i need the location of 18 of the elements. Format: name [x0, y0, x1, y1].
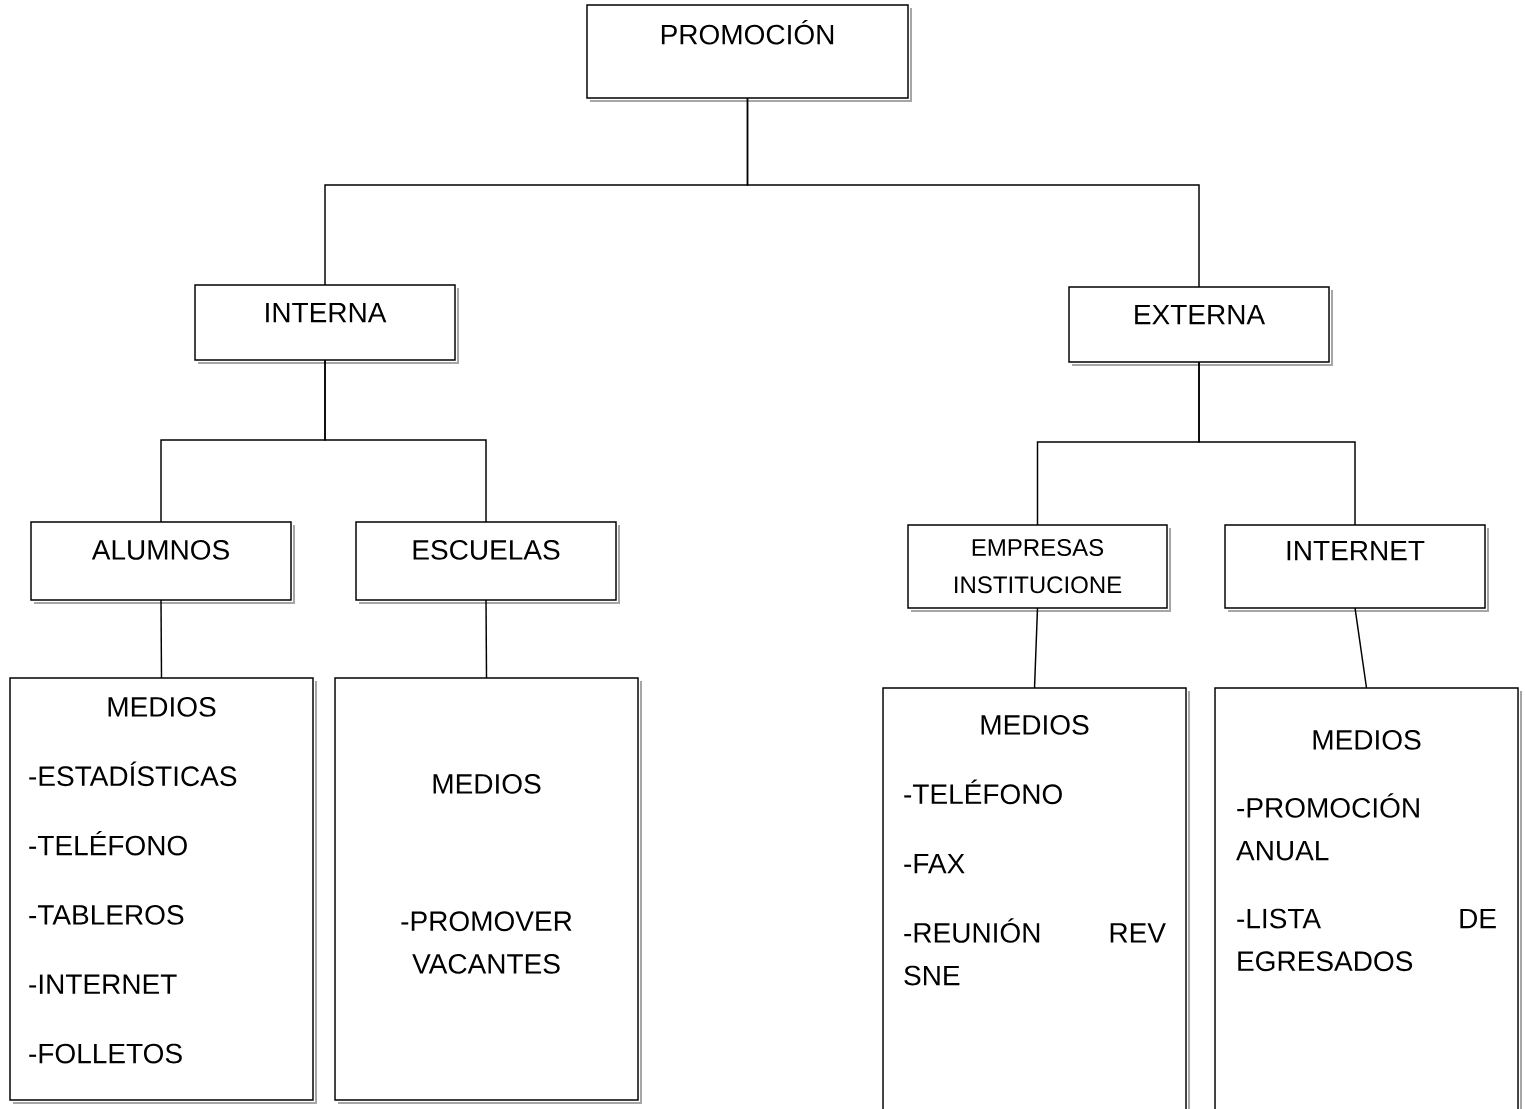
- connector-line: [485, 599, 488, 679]
- connector-line: [1198, 361, 1356, 526]
- list-box: MEDIOS -ESTADÍSTICAS -TELÉFONO -TABLEROS -INTERNET -FOLLETOS: [9, 677, 317, 1104]
- org-box: EMPRESAS INSTITUCIONE: [907, 524, 1171, 612]
- list-box: MEDIOS -TELÉFONO -FAX -REUNIÓN REV SNE: [882, 687, 1190, 1109]
- org-box: ESCUELAS: [355, 521, 620, 604]
- connector-line: [1033, 607, 1039, 689]
- connector-line: [746, 97, 1200, 288]
- connector-line: [160, 599, 163, 679]
- connector-line: [1354, 607, 1368, 689]
- org-box: EXTERNA: [1068, 286, 1333, 366]
- list-box: MEDIOS -PROMOVER VACANTES: [334, 677, 642, 1104]
- list-box: MEDIOS -PROMOCIÓN ANUAL -LISTA DE EGRESADOS: [1214, 687, 1522, 1109]
- org-box: INTERNA: [194, 284, 459, 364]
- org-box: ALUMNOS: [30, 521, 295, 604]
- org-box: PROMOCIÓN: [586, 4, 912, 102]
- org-box: INTERNET: [1224, 524, 1489, 612]
- connector-line: [324, 359, 487, 523]
